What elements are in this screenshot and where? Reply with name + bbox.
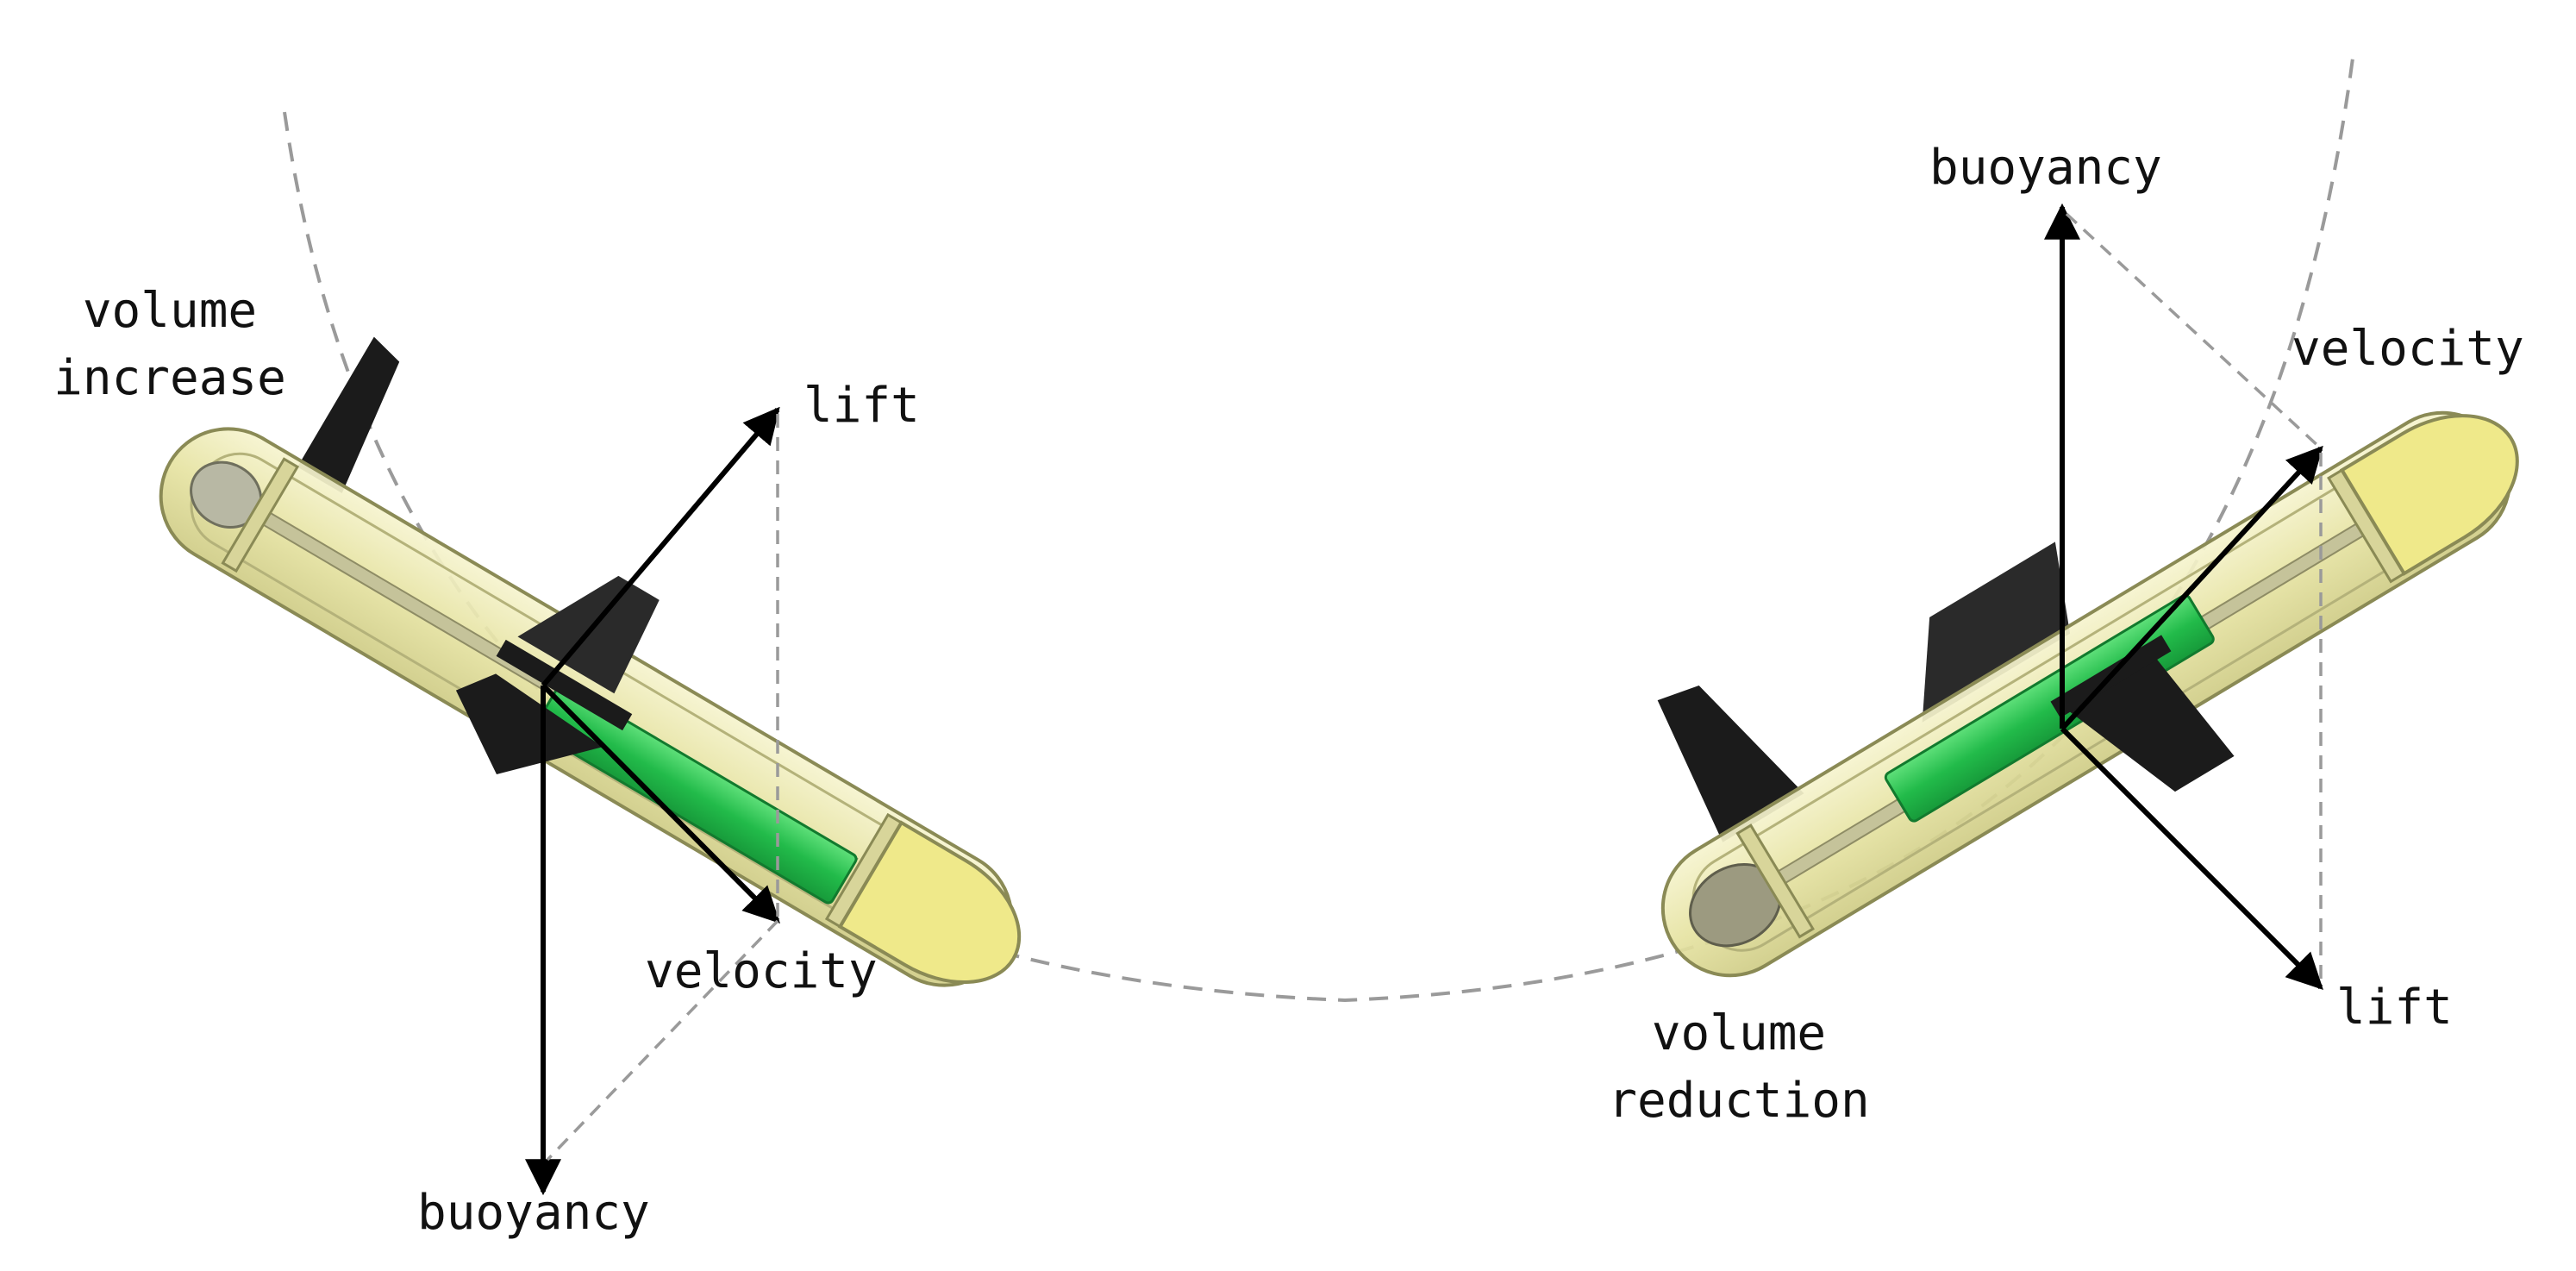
left-tail-fin — [297, 336, 400, 493]
left-wing-lower — [455, 673, 603, 775]
left-velocity-arrow — [541, 683, 780, 924]
right-lift-label: lift — [2336, 980, 2453, 1036]
left-nose — [837, 820, 1022, 985]
left-velocity-label: velocity — [645, 943, 878, 999]
right-wing-upper — [1922, 542, 2071, 723]
right-glider-icon — [1657, 410, 2519, 978]
right-velocity-label: velocity — [2292, 321, 2524, 377]
right-lift-arrow — [2060, 726, 2323, 990]
left-volume-line2: increase — [53, 350, 286, 406]
left-volume-label: volume increase — [45, 278, 295, 412]
left-lift-arrow — [541, 406, 780, 687]
right-tail-fin — [1657, 685, 1804, 842]
right-velocity-arrow — [2060, 445, 2323, 731]
left-lift-label: lift — [803, 378, 920, 434]
left-glider-icon — [159, 336, 1022, 987]
left-battery — [533, 682, 858, 905]
right-volume-label: volume reduction — [1597, 1000, 1881, 1135]
right-volume-line2: reduction — [1608, 1073, 1870, 1129]
left-volume-line1: volume — [82, 283, 258, 339]
right-volume-line1: volume — [1651, 1005, 1827, 1061]
right-nose — [2339, 414, 2519, 576]
left-buoyancy-label: buoyancy — [417, 1185, 650, 1241]
right-buoyancy-label: buoyancy — [1929, 140, 2162, 196]
